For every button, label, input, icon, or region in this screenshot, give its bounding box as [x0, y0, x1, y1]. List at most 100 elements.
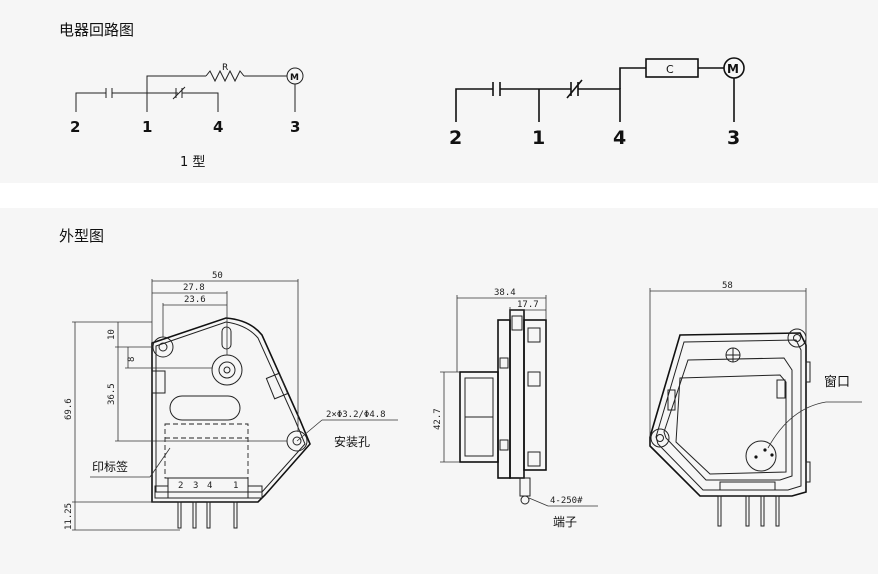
- front-knob-outer: [211, 354, 243, 386]
- back-window-dot-2: [754, 455, 758, 459]
- side-clip-1: [499, 357, 509, 369]
- circuit-panel: [0, 0, 878, 183]
- front-pin-3: [192, 501, 197, 529]
- side-dim-17-7-label: 17.7: [517, 300, 539, 310]
- circuit1-resistor-label: R: [222, 63, 228, 73]
- circuit-1: R M 2 1 4 3 1 型: [70, 63, 304, 170]
- circuit2-pin-3: 3: [727, 127, 740, 149]
- back-side-tab-2: [805, 461, 811, 483]
- front-pin-2: [177, 501, 182, 529]
- side-terminal: [519, 477, 531, 497]
- front-knob-mid: [218, 361, 236, 379]
- back-body-outline: [649, 332, 807, 497]
- back-side-tab-1: [805, 361, 811, 383]
- back-tab-left: [667, 389, 676, 411]
- circuit2-capacitor-label: C: [666, 63, 674, 76]
- circuit1-caption: 1 型: [180, 155, 205, 170]
- side-terminal-label: 端子: [553, 515, 577, 529]
- circuit2-pin-2: 2: [449, 127, 462, 149]
- side-dim-38-4-label: 38.4: [494, 288, 516, 298]
- back-tab-right: [776, 379, 786, 399]
- side-terminal-tip: [520, 495, 530, 505]
- circuit1-resistor: [205, 69, 245, 83]
- back-inner-panel: [675, 374, 787, 475]
- front-hole-leader: [296, 419, 323, 442]
- back-window-dot-3: [770, 453, 774, 457]
- front-pin-label-3: 3: [193, 481, 198, 491]
- circuit1-pin-4: 4: [213, 118, 223, 136]
- back-base-strip: [719, 481, 776, 491]
- circuit1-pin-3: 3: [290, 118, 300, 136]
- side-terminal-leader: [528, 497, 549, 507]
- side-plate-b: [509, 309, 525, 479]
- back-pin-3: [760, 495, 765, 527]
- side-plate-c: [523, 319, 547, 471]
- back-dim-58-label: 58: [722, 281, 733, 291]
- back-mount-hole-left-inner: [656, 434, 664, 442]
- front-dim-8-label: 8: [127, 357, 137, 362]
- front-right-latch: [265, 372, 289, 400]
- front-hole-note: 2×Φ3.2/Φ4.8: [326, 410, 386, 420]
- front-label-area: [164, 423, 249, 479]
- front-foot-left: [154, 485, 169, 499]
- front-knob-inner: [223, 366, 231, 374]
- circuit2-wire-top: [619, 67, 646, 89]
- circuit1-pin-2: 2: [70, 118, 80, 136]
- back-pin-2: [745, 495, 750, 527]
- outline-panel: [0, 208, 878, 574]
- back-body-inner: [655, 339, 802, 491]
- back-view: 58 窗口: [649, 281, 862, 527]
- back-window-dot-1: [763, 448, 767, 452]
- front-top-slot: [221, 326, 232, 350]
- front-dim-11-25-label: 11.25: [64, 503, 74, 530]
- back-pin-1: [717, 495, 722, 527]
- front-body-outline: [151, 317, 311, 503]
- circuit1-switch-slash: [172, 86, 186, 100]
- back-window-leader: [767, 401, 862, 449]
- side-terminal-note: 4-250#: [550, 496, 583, 506]
- front-view: 2 3 4 1 50 27.8 23.6: [64, 271, 398, 531]
- circuit1-motor-label: M: [290, 73, 299, 83]
- circuit2-motor-label: M: [727, 62, 739, 76]
- circuit1-wire-right: [182, 92, 219, 112]
- front-pin-label-4: 4: [207, 481, 212, 491]
- back-pin-4: [775, 495, 780, 527]
- front-left-latch: [151, 370, 166, 394]
- circuit1-wire-left: [75, 92, 106, 112]
- back-inner-frame: [663, 357, 793, 481]
- side-top-tab: [511, 315, 523, 331]
- front-pin-label-2: 2: [178, 481, 183, 491]
- front-pin-1: [233, 501, 238, 529]
- front-window: [169, 395, 241, 421]
- circuit1-pin-1: 1: [142, 118, 152, 136]
- front-pin-4: [206, 501, 211, 529]
- outline-section-title: 外型图: [59, 227, 105, 245]
- circuit1-wire-top: [146, 75, 206, 112]
- back-mount-hole-top-inner: [793, 334, 801, 342]
- side-view: 38.4 17.7 42.7 4-250# 端子: [433, 288, 598, 529]
- front-mount-hole-top-inner: [158, 342, 168, 352]
- front-dim-36-5-label: 36.5: [107, 383, 117, 405]
- front-body-inner: [155, 321, 306, 493]
- front-dim-27-8-label: 27.8: [183, 283, 205, 293]
- front-label-area-text: 印标签: [92, 459, 128, 474]
- front-label-leader: [149, 447, 171, 478]
- front-hole-label: 安装孔: [334, 434, 370, 449]
- side-dim-42-7-label: 42.7: [433, 408, 443, 430]
- back-mount-hole-left: [650, 428, 670, 448]
- back-window-label: 窗口: [824, 374, 850, 390]
- front-foot-right: [247, 485, 263, 499]
- side-notch-1: [527, 327, 541, 343]
- front-mount-hole-right-inner: [292, 436, 302, 446]
- back-window: [745, 440, 777, 472]
- side-plate-a: [497, 319, 511, 479]
- side-clip-2: [499, 439, 509, 451]
- front-dim-10-label: 10: [107, 329, 117, 340]
- circuit2-wire-right: [578, 88, 621, 122]
- side-notch-3: [527, 451, 541, 467]
- side-notch-2: [527, 371, 541, 387]
- circuit-2: C M 2 1 4 3: [449, 57, 745, 149]
- front-pin-label-1: 1: [233, 481, 238, 491]
